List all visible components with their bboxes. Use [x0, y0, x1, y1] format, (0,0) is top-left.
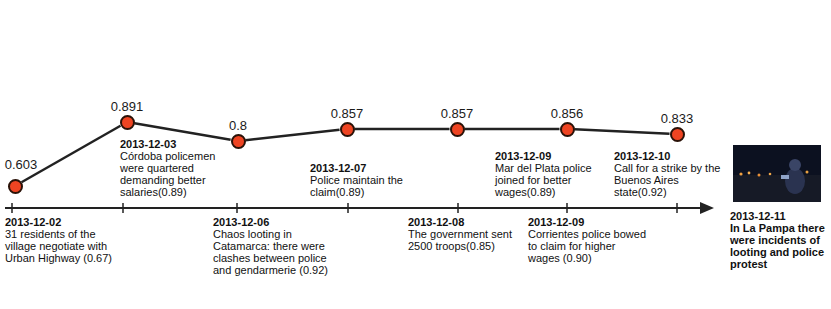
timeline-point: 0.891 [120, 115, 135, 130]
axis-ticks [12, 203, 677, 213]
event-text: Call for a strike by the Buenos Aires st… [614, 162, 724, 198]
axis-tick [122, 203, 124, 213]
trend-line [465, 128, 560, 131]
photo-light [739, 172, 742, 175]
event-date: 2013-12-03 [120, 138, 232, 150]
photo-light [806, 171, 809, 174]
photo-figure [785, 168, 805, 194]
trend-line [245, 130, 339, 140]
event-date: 2013-12-08 [408, 216, 520, 228]
news-photo [733, 145, 821, 202]
score-value: 0.603 [5, 157, 38, 172]
event-text: Mar del Plata police joined for better w… [495, 162, 610, 198]
event-block: 2013-12-08The government sent 2500 troop… [408, 216, 520, 252]
event-text: Police maintain the claim(0.89) [310, 174, 425, 198]
event-text: The government sent 2500 troops(0.85) [408, 228, 520, 252]
timeline-point: 0.833 [670, 127, 685, 142]
event-block: 2013-12-07Police maintain the claim(0.89… [310, 162, 425, 198]
event-block: 2013-12-11In La Pampa there were inciden… [730, 210, 826, 270]
score-value: 0.8 [229, 118, 247, 133]
event-date: 2013-12-09 [495, 150, 610, 162]
axis-line [5, 207, 702, 209]
event-date: 2013-12-10 [614, 150, 724, 162]
photo-light [758, 174, 761, 177]
trend-line [574, 129, 669, 133]
event-text: Córdoba policemen were quartered demandi… [120, 150, 232, 198]
event-block: 2013-12-09Corrientes police bowed to cla… [528, 216, 648, 264]
event-text: Corrientes police bowed to claim for hig… [528, 228, 648, 264]
event-text: Chaos looting in Catamarca: there were c… [213, 228, 343, 276]
timeline-point: 0.856 [560, 122, 575, 137]
score-value: 0.857 [331, 106, 364, 121]
axis-tick [347, 203, 349, 213]
event-block: 2013-12-03Córdoba policemen were quarter… [120, 138, 232, 198]
event-date: 2013-12-07 [310, 162, 425, 174]
timeline-point: 0.603 [8, 179, 23, 194]
photo-street [733, 175, 821, 202]
timeline-point: 0.8 [231, 134, 246, 149]
event-block: 2013-12-09Mar del Plata police joined fo… [495, 150, 610, 198]
score-value: 0.856 [551, 106, 584, 121]
trend-line [22, 126, 121, 183]
event-date: 2013-12-11 [730, 210, 826, 222]
event-text: In La Pampa there were incidents of loot… [730, 222, 826, 270]
photo-light [748, 172, 751, 175]
event-block: 2013-12-0231 residents of the village ne… [5, 216, 125, 264]
event-block: 2013-12-10Call for a strike by the Bueno… [614, 150, 724, 198]
photo-ground [733, 145, 821, 202]
event-block: 2013-12-06Chaos looting in Catamarca: th… [213, 216, 343, 276]
event-text: 31 residents of the village negotiate wi… [5, 228, 125, 264]
axis-tick [236, 203, 238, 213]
event-date: 2013-12-06 [213, 216, 343, 228]
axis-tick [11, 203, 13, 213]
timeline-point: 0.857 [450, 122, 465, 137]
trend-line [134, 123, 230, 139]
photo-light [769, 173, 772, 176]
score-value: 0.891 [111, 99, 144, 114]
event-date: 2013-12-02 [5, 216, 125, 228]
trend-line [355, 128, 450, 131]
score-value: 0.857 [441, 106, 474, 121]
axis-tick [566, 203, 568, 213]
axis-tick [676, 203, 678, 213]
score-value: 0.833 [661, 111, 694, 126]
axis-tick [457, 203, 459, 213]
timeline-point: 0.857 [340, 122, 355, 137]
photo-figure [781, 175, 789, 179]
photo-figure [789, 159, 801, 171]
axis-arrowhead [700, 202, 714, 214]
event-date: 2013-12-09 [528, 216, 648, 228]
